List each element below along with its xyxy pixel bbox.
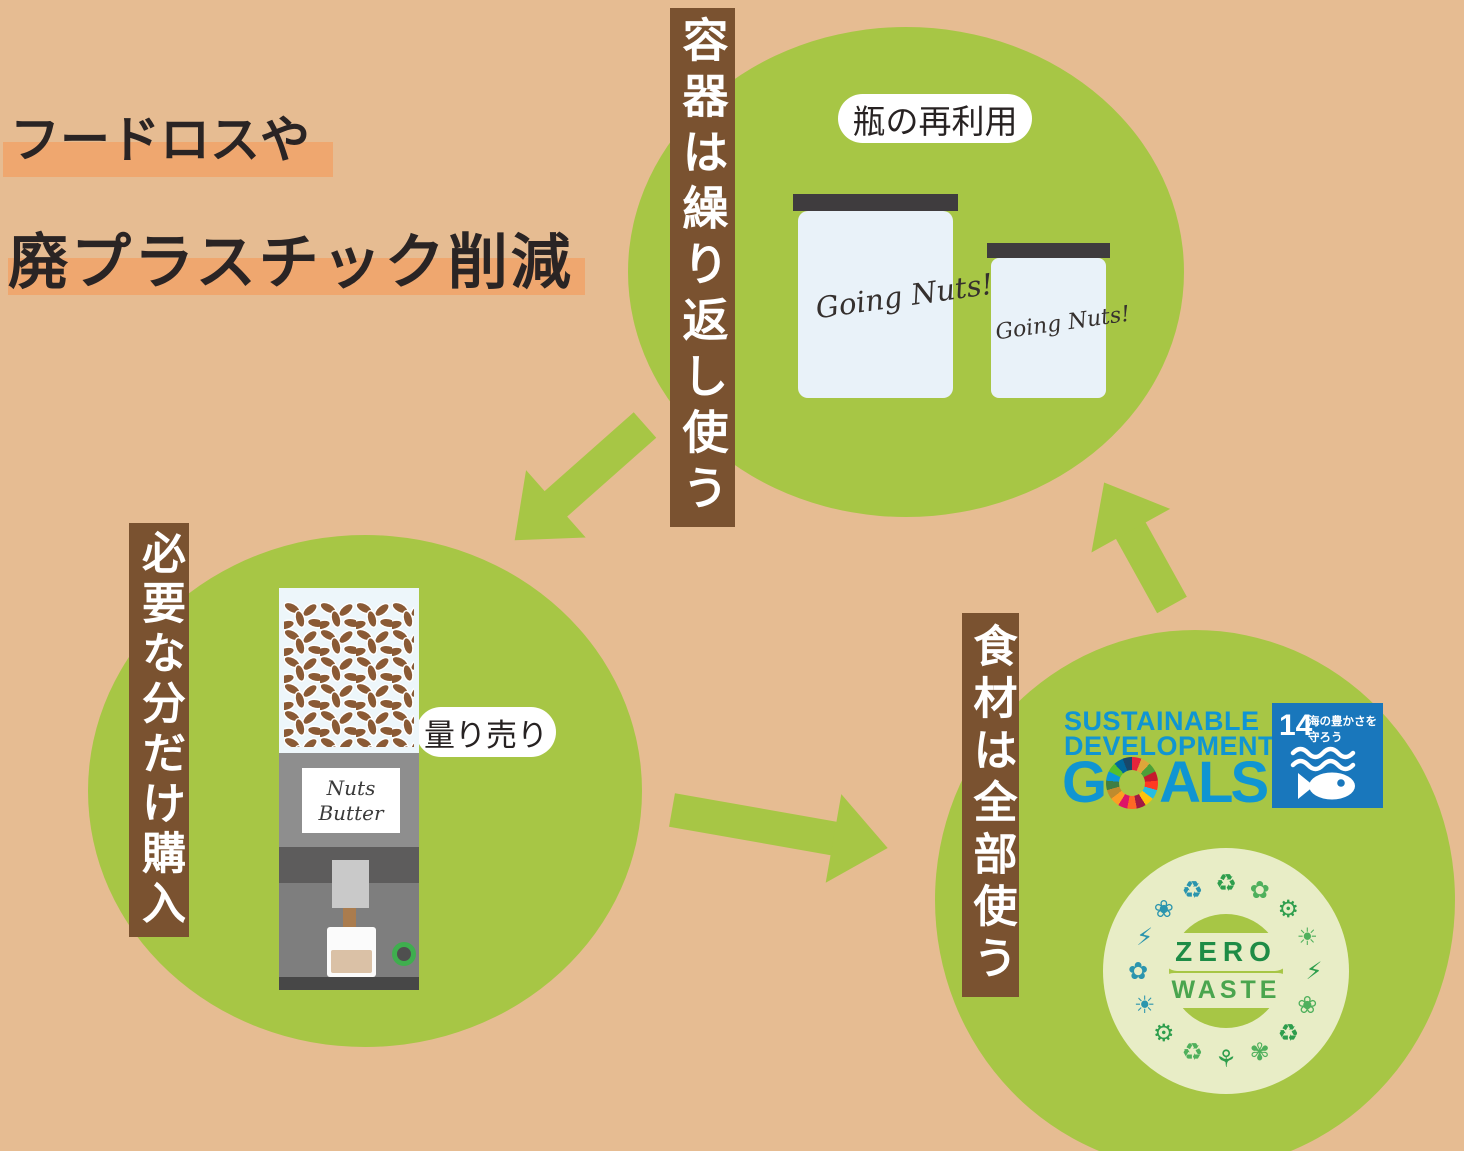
sdg-goals-wordmark: G ALS [1062, 750, 1269, 815]
dispenser-label: Nuts Butter [302, 768, 400, 833]
dispenser-label-line1: Nuts [326, 775, 376, 800]
zero-waste-line2: WASTE [1159, 973, 1293, 1008]
waves-fish-icon [1290, 746, 1356, 800]
eco-icon: ♻ [1277, 1019, 1299, 1048]
dispenser-button [392, 942, 416, 966]
nut-dispenser-icon: Nuts Butter [279, 588, 419, 990]
eco-icon: ⚘ [1215, 1045, 1237, 1073]
sdg-goal14-badge: 14 海の豊かさを 守ろう [1272, 703, 1383, 808]
cycle-arrow-left-to-right [664, 765, 896, 894]
sdg-goals-g: G [1062, 750, 1107, 815]
eco-icon: ♻ [1181, 875, 1204, 904]
banner-useall-label: 食材は全部使う [966, 623, 1016, 987]
banner-reuse-containers: 容器は繰り返し使う [670, 8, 735, 527]
arrow-shaft [1114, 519, 1187, 614]
sdg-goal14-number: 14 [1279, 709, 1313, 742]
title-highlight-bar-2 [8, 258, 585, 295]
eco-icon: ☀ [1296, 923, 1319, 952]
eco-icon: ♻ [1215, 869, 1237, 897]
eco-icon: ⚡ [1136, 923, 1154, 952]
banner-buy-only-needed: 必要な分だけ購入 [129, 523, 189, 937]
dispenser-label-line2: Butter [318, 800, 384, 825]
eco-icon: ☀ [1133, 990, 1156, 1019]
cycle-arrow-right-to-top [1064, 460, 1212, 627]
tag-jar-reuse: 瓶の再利用 [838, 94, 1032, 143]
sdg-goal14-title-line1: 海の豊かさを [1308, 716, 1377, 728]
arrow-shaft [542, 412, 657, 519]
arrow-shaft [669, 793, 840, 856]
cycle-arrow-top-to-left [484, 391, 675, 575]
cup-icon [327, 927, 376, 977]
eco-icon: ♻ [1181, 1038, 1204, 1067]
sdg-goals-als: ALS [1159, 750, 1269, 815]
eco-icon: ✾ [1249, 1038, 1270, 1067]
dispenser-nozzle-block [332, 860, 369, 908]
arrow-head-icon [825, 794, 896, 893]
zero-waste-wordmark: ZERO WASTE [1103, 932, 1349, 1009]
page-title-line2: 廃プラスチック削減 [8, 229, 574, 296]
sdg-title-line2: DEVELOPMENT [1064, 731, 1276, 761]
jar-small-icon: Going Nuts! [987, 243, 1132, 399]
sdg-goal14-title: 海の豊かさを 守ろう [1308, 715, 1377, 746]
sdg-wheel [1106, 757, 1159, 809]
banner-bulk-label: 必要な分だけ購入 [135, 530, 184, 930]
banner-use-all-ingredients: 食材は全部使う [962, 613, 1019, 997]
eco-icon: ✿ [1249, 875, 1270, 904]
eco-icon: ✿ [1127, 957, 1149, 985]
dispenser-base [279, 977, 419, 990]
eco-icon: ⚡ [1305, 957, 1323, 985]
eco-icon: ❀ [1153, 894, 1174, 923]
eco-icon: ❀ [1297, 990, 1318, 1019]
nuts-pattern [284, 602, 414, 747]
jar-body [798, 211, 953, 398]
eco-icon: ⚙ [1277, 894, 1299, 923]
banner-reuse-label: 容器は繰り返し使う [676, 15, 729, 520]
title-highlight-bar-1 [3, 142, 333, 177]
jar-lid [793, 194, 958, 211]
tag-bulk-sale: 量り売り [416, 707, 556, 757]
zero-waste-logo: ♻✿⚙☀⚡❀♻✾⚘♻⚙☀✿⚡❀♻ ZERO WASTE [1103, 848, 1349, 1094]
jar-body [991, 258, 1106, 398]
zero-waste-line1: ZERO [1163, 933, 1289, 971]
cup-fill [331, 950, 372, 973]
jar-large-icon: Going Nuts! [793, 194, 995, 399]
sdg-goal14-title-line2: 守ろう [1308, 731, 1343, 744]
page-title-line1: フードロスや [10, 112, 310, 168]
jar-lid [987, 243, 1110, 258]
eco-icon: ⚙ [1153, 1019, 1175, 1048]
sdg-title-line1: SUSTAINABLE [1064, 706, 1260, 736]
